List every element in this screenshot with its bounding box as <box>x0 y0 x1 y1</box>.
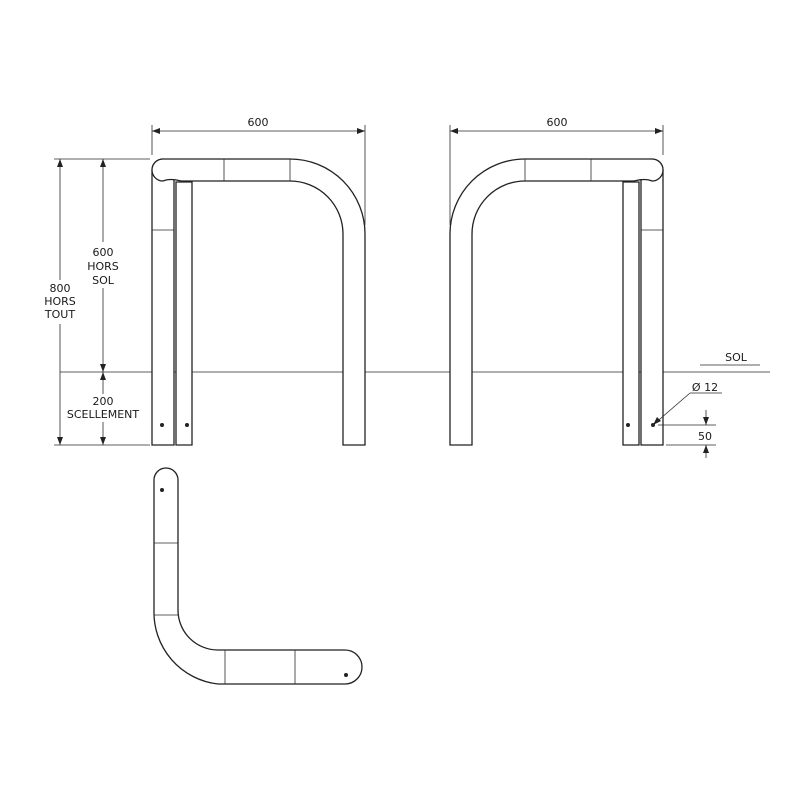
embed-line1: SCELLEMENT <box>67 408 139 421</box>
left-hole-2 <box>185 423 189 427</box>
embed-value: 200 <box>93 395 114 408</box>
top-plan-view <box>153 467 363 685</box>
right-post <box>622 181 640 446</box>
above-line2: SOL <box>92 274 115 287</box>
total-dim-arrow-b <box>57 437 63 445</box>
width-dim-right-arrow-b <box>655 128 663 134</box>
above-dim-arrow-a <box>100 159 106 167</box>
offset-arrow-a <box>703 417 709 425</box>
width-label-right: 600 <box>547 116 568 129</box>
right-end-tube <box>640 158 664 446</box>
right-hole-1 <box>626 423 630 427</box>
plan-hole-2 <box>344 673 348 677</box>
ground-label: SOL <box>725 351 748 364</box>
width-dim-right-arrow-a <box>450 128 458 134</box>
left-post <box>175 181 193 446</box>
left-hole-1 <box>160 423 164 427</box>
offset-label: 50 <box>698 430 712 443</box>
right-top-bar <box>449 158 664 446</box>
above-value: 600 <box>93 246 114 259</box>
hole-leader-arrow <box>653 417 661 425</box>
embed-dim-arrow-a <box>100 372 106 380</box>
total-line1: HORS <box>44 295 76 308</box>
hole-diameter-label: Ø 12 <box>692 381 718 394</box>
above-dim-arrow-b <box>100 364 106 372</box>
left-front-view: 600 800 HORS TOUT 600 HORS SOL 200 SCELL… <box>30 116 770 446</box>
right-front-view: 600 SOL Ø 12 50 <box>449 116 760 458</box>
left-top-bar <box>151 158 366 446</box>
width-dim-left-arrow-b <box>357 128 365 134</box>
width-dim-left-arrow-a <box>152 128 160 134</box>
above-line1: HORS <box>87 260 119 273</box>
embed-dim-arrow-b <box>100 437 106 445</box>
plan-tube <box>153 467 363 685</box>
total-dim-arrow-a <box>57 159 63 167</box>
total-value: 800 <box>50 282 71 295</box>
left-end-tube <box>151 158 175 446</box>
offset-arrow-b <box>703 445 709 453</box>
total-line2: TOUT <box>44 308 75 321</box>
width-label-left: 600 <box>248 116 269 129</box>
plan-hole-1 <box>160 488 164 492</box>
